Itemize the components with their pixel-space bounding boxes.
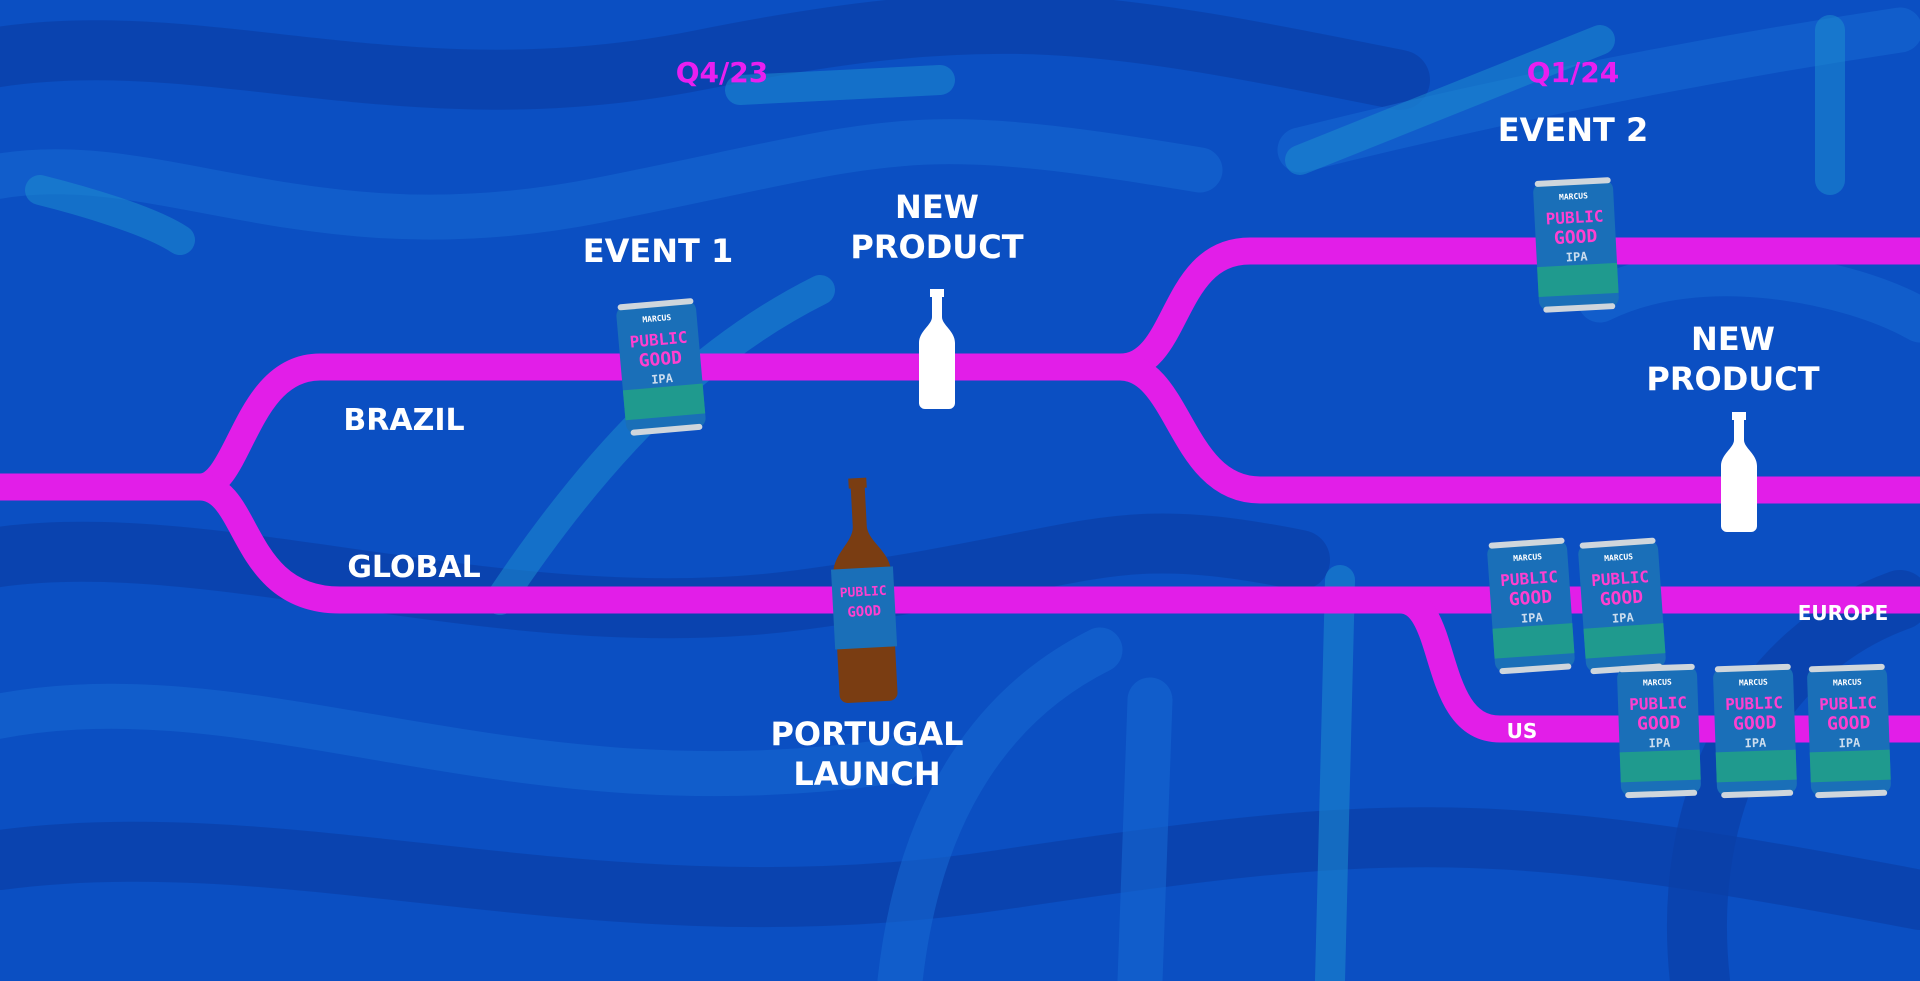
can-style: IPA [1744, 736, 1767, 751]
branch-label-us: US [1507, 719, 1538, 743]
quarter-label-q1-24: Q1/24 [1527, 56, 1619, 89]
quarter-label-q4-23: Q4/23 [676, 56, 768, 89]
can-style: IPA [1521, 610, 1544, 626]
can-name: GOOD [1733, 712, 1777, 735]
can-style: IPA [1612, 610, 1635, 626]
can-style: IPA [1838, 736, 1861, 751]
can-brand: MARCUS [1643, 678, 1672, 688]
can-brand: MARCUS [1833, 678, 1862, 688]
can-name: GOOD [1553, 226, 1598, 249]
rail-global [198, 473, 1920, 614]
bottle-label: GOOD [847, 603, 882, 621]
rail-us [1397, 586, 1920, 743]
can-name: PUBLIC [1725, 693, 1783, 714]
new-product-bottle-icon [1721, 412, 1757, 532]
beer-bottle: PUBLIC GOOD [830, 477, 898, 703]
can-style: IPA [1565, 249, 1588, 264]
branch-label-brazil: BRAZIL [343, 403, 464, 438]
can-style: IPA [1648, 736, 1671, 751]
milestone-event-2: EVENT 2 [1498, 111, 1649, 149]
milestone-portugal-launch: PORTUGAL [770, 715, 963, 753]
bottle-label: PUBLIC [839, 584, 887, 601]
can-name: PUBLIC [1819, 693, 1877, 714]
branch-label-europe: EUROPE [1798, 601, 1889, 625]
can-name: GOOD [1508, 587, 1553, 611]
can-name: PUBLIC [1629, 693, 1687, 714]
can-name: GOOD [1599, 587, 1644, 611]
can-brand: MARCUS [1513, 552, 1543, 563]
can-name: GOOD [1637, 712, 1681, 735]
can-name: PUBLIC [1545, 207, 1604, 229]
timeline-rails [0, 237, 1920, 743]
milestone-event-1: EVENT 1 [583, 232, 734, 270]
milestone-portugal-launch: LAUNCH [793, 755, 940, 793]
can-brand: MARCUS [642, 313, 672, 325]
new-product-bottle-icon [919, 289, 955, 409]
can-brand: MARCUS [1604, 552, 1634, 563]
milestone-new-product-2: NEW [1691, 320, 1775, 358]
can-style: IPA [651, 371, 675, 387]
can-brand: MARCUS [1739, 678, 1768, 688]
can-name: PUBLIC [1591, 567, 1650, 590]
can-name: GOOD [1827, 712, 1871, 735]
can-name: PUBLIC [629, 328, 688, 352]
can-brand: MARCUS [1559, 191, 1589, 202]
can-name: PUBLIC [1500, 567, 1559, 590]
milestone-new-product-1: NEW [895, 188, 979, 226]
can-name: GOOD [638, 347, 683, 372]
milestone-new-product-1: PRODUCT [850, 228, 1023, 266]
branch-label-global: GLOBAL [347, 550, 480, 585]
rail-brazil-lower [1118, 353, 1920, 504]
milestone-new-product-2: PRODUCT [1646, 360, 1819, 398]
